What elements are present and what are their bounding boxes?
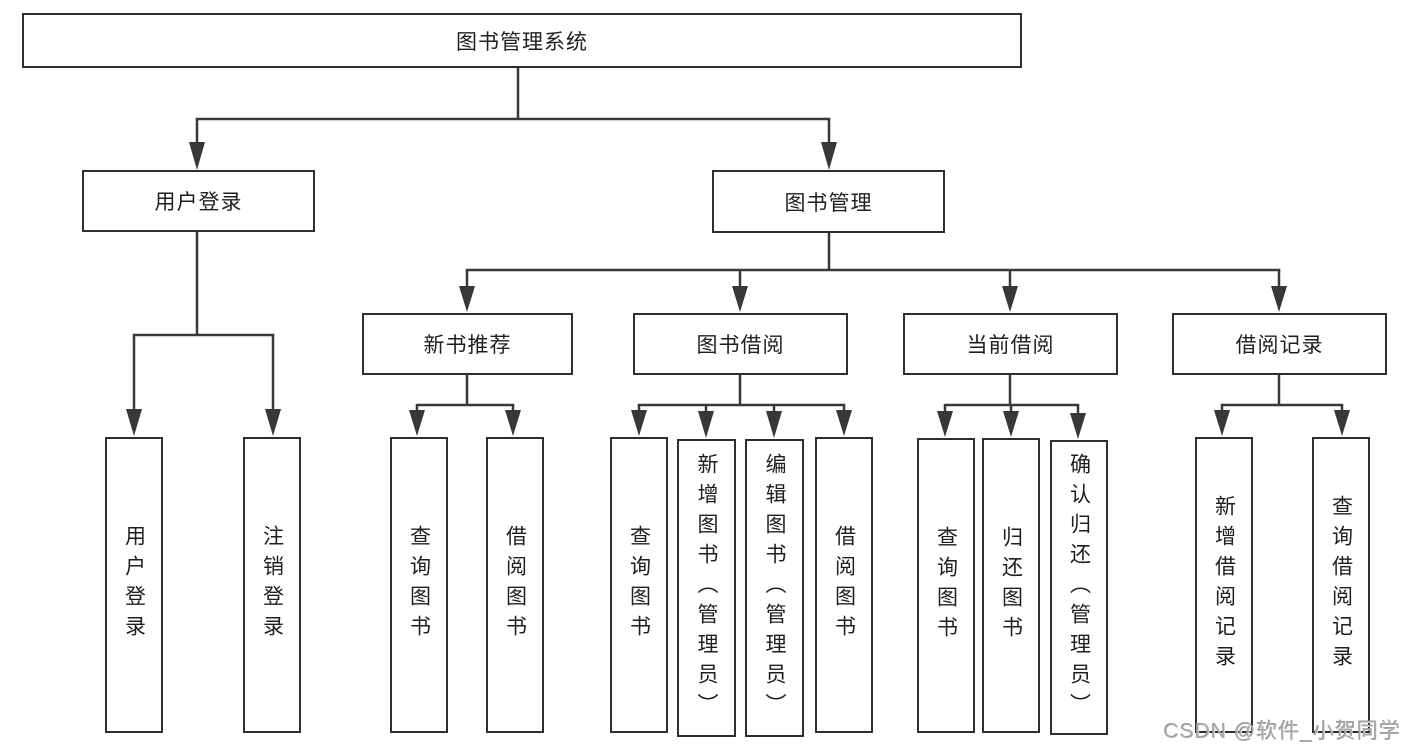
connector-new-book-rec-to-leaves [409, 375, 521, 436]
csdn-watermark: CSDN @软件_小贺同学 [1163, 720, 1401, 743]
connector-borrowing-records-to-leaves [1214, 375, 1350, 436]
leaf-add-books-admin: 新增图书（管理员） [677, 439, 736, 737]
leaf-borrow-books-2: 借阅图书 [815, 437, 873, 733]
node-root-library-system: 图书管理系统 [22, 13, 1022, 68]
leaf-confirm-return-admin: 确认归还（管理员） [1050, 440, 1108, 735]
leaf-return-books: 归还图书 [982, 438, 1040, 733]
node-book-management: 图书管理 [712, 170, 945, 233]
node-user-login: 用户登录 [82, 170, 315, 232]
connector-current-borrowing-to-leaves [937, 375, 1086, 439]
leaf-edit-books-admin: 编辑图书（管理员） [745, 439, 804, 737]
leaf-borrow-books-1: 借阅图书 [486, 437, 544, 733]
leaf-add-borrow-record: 新增借阅记录 [1195, 437, 1253, 733]
node-book-borrowing: 图书借阅 [633, 313, 848, 375]
connector-book-management-to-level3 [459, 233, 1287, 312]
leaf-user-login: 用户登录 [105, 437, 163, 733]
node-current-borrowing: 当前借阅 [903, 313, 1118, 375]
leaf-logout: 注销登录 [243, 437, 301, 733]
leaf-query-books-1: 查询图书 [390, 437, 448, 733]
connector-user-login-to-leaves [126, 232, 281, 436]
connector-root-to-level2 [189, 68, 837, 170]
leaf-query-books-3: 查询图书 [917, 438, 975, 733]
leaf-query-borrow-record: 查询借阅记录 [1312, 437, 1370, 733]
node-borrowing-records: 借阅记录 [1172, 313, 1387, 375]
connector-book-borrowing-to-leaves [631, 375, 852, 438]
leaf-query-books-2: 查询图书 [610, 437, 668, 733]
node-new-book-recommendation: 新书推荐 [362, 313, 573, 375]
